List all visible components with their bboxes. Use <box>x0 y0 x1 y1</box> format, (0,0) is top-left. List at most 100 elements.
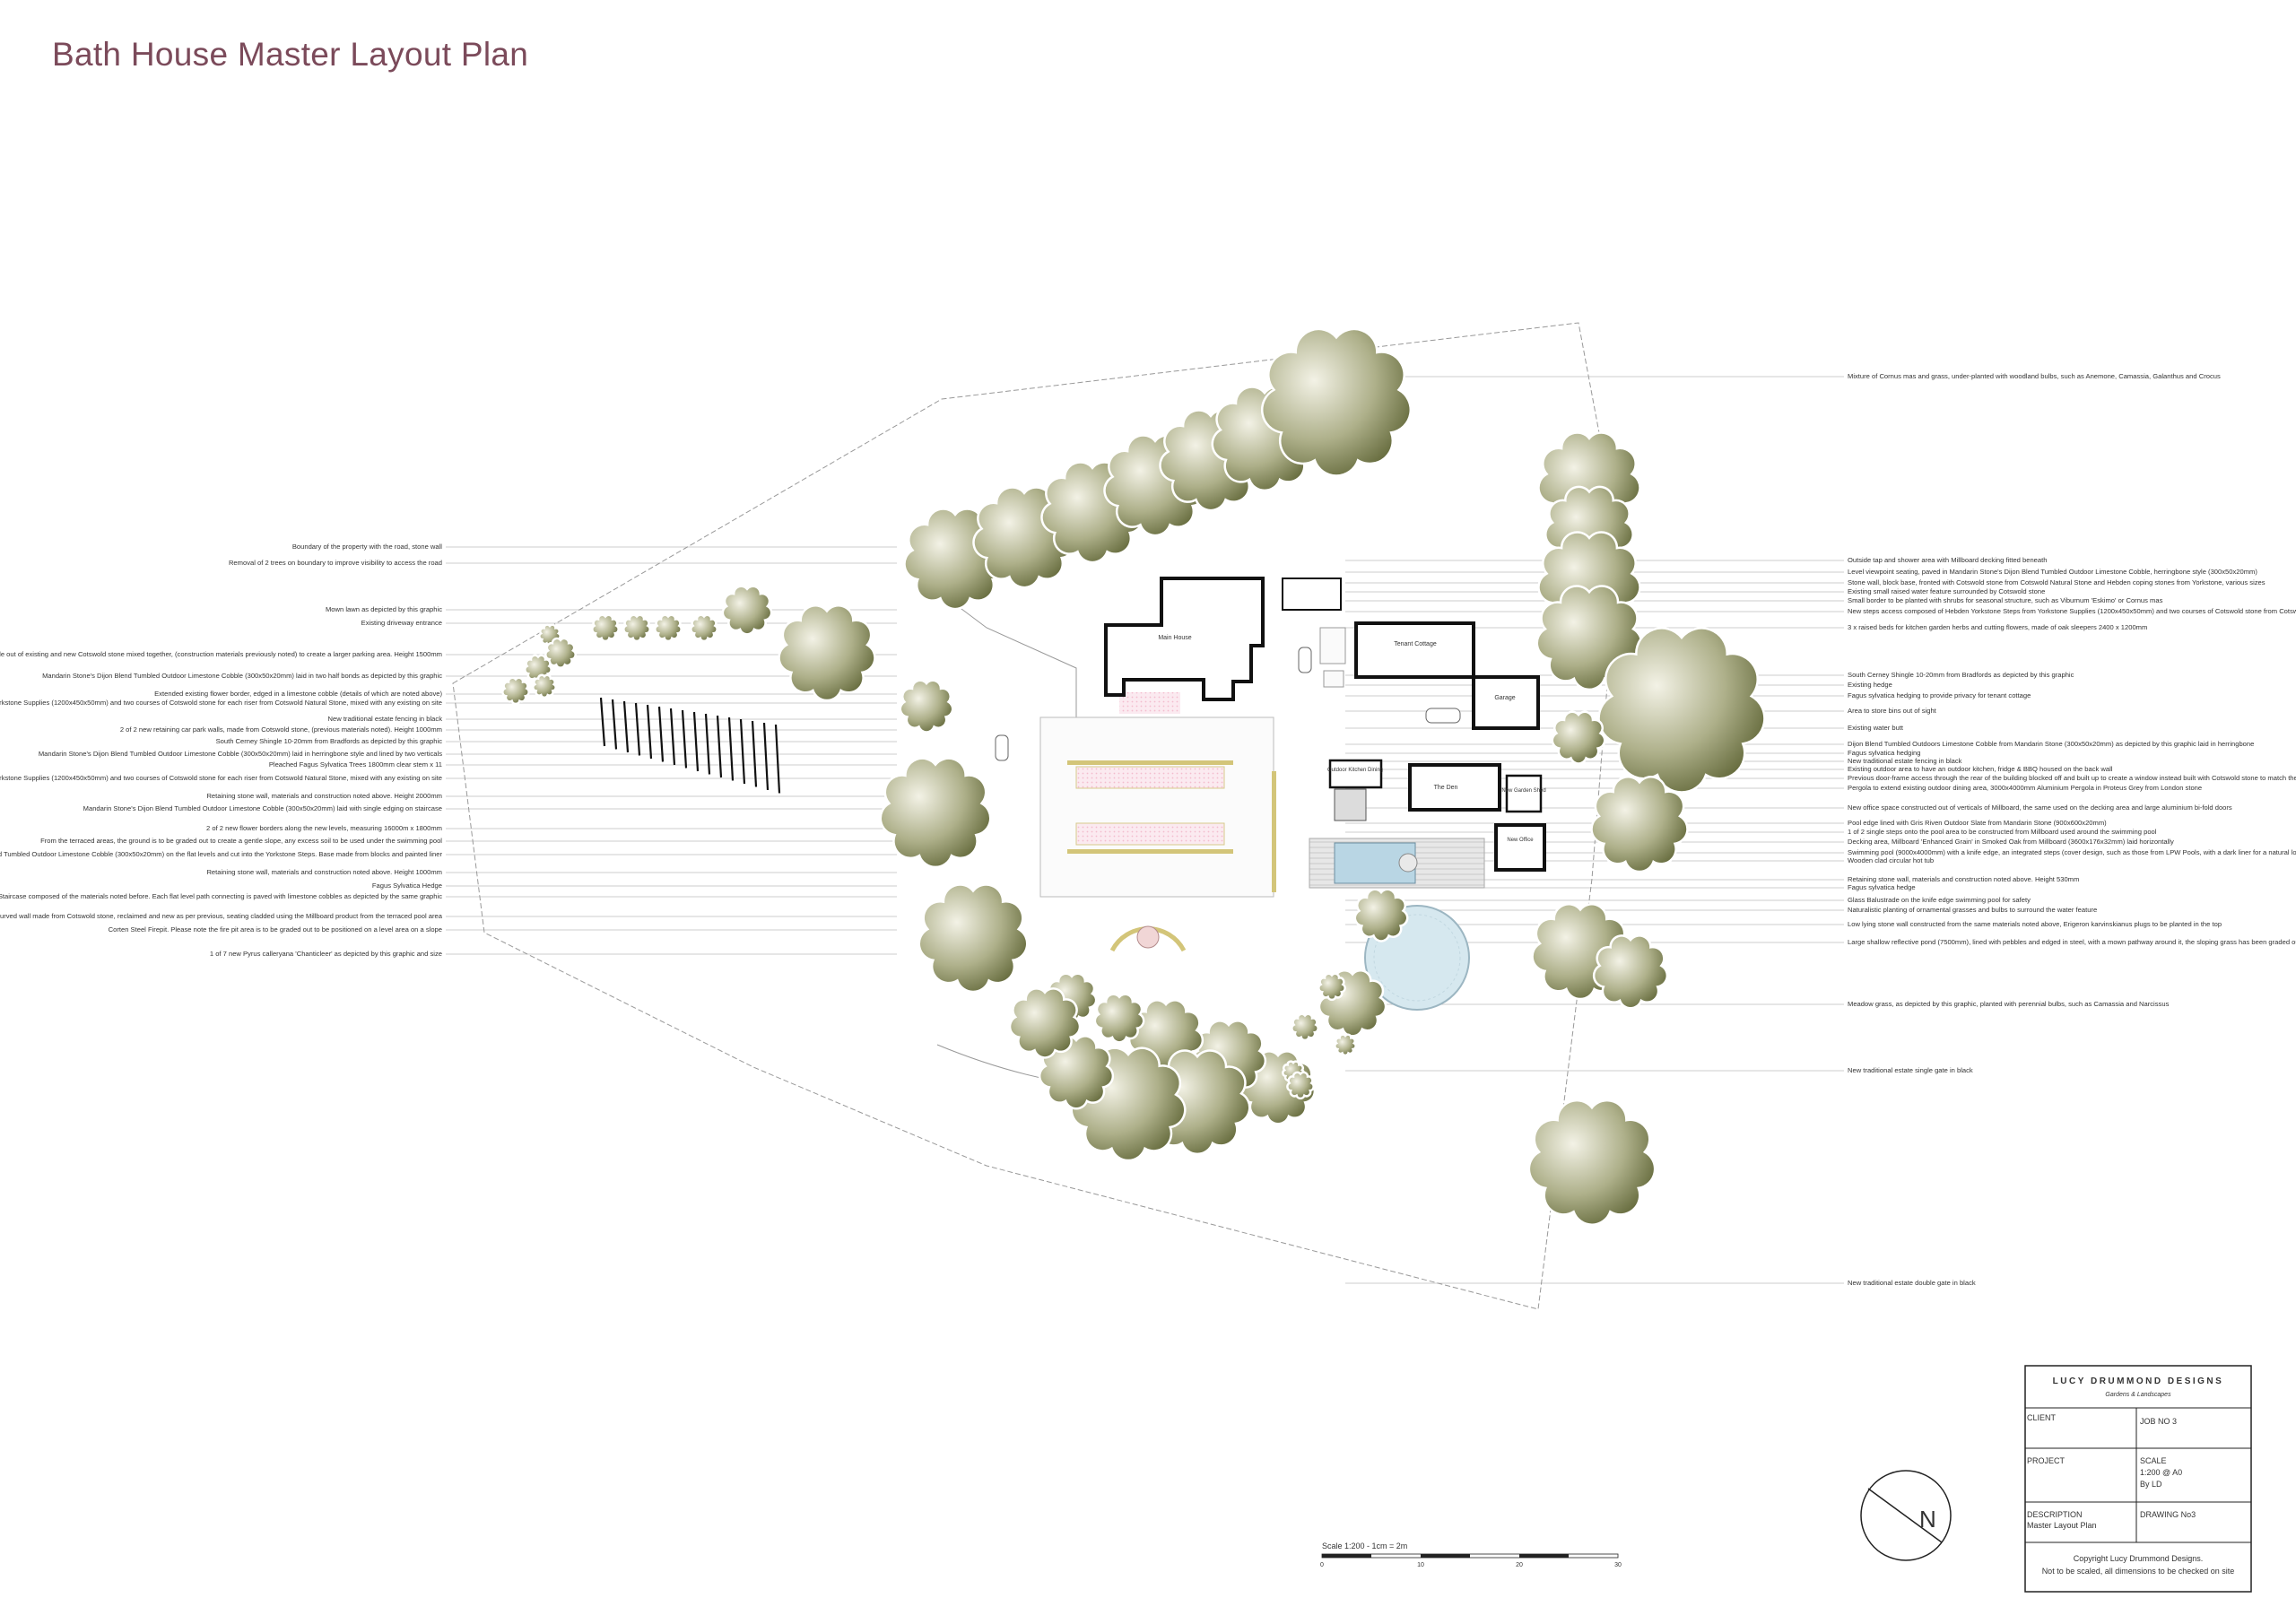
hot-tub <box>1398 853 1418 873</box>
scale-bar: Scale 1:200 - 1cm = 2m 0 10 20 30 <box>1320 1541 1622 1568</box>
left-note: 2 of 2 new flower borders along the new … <box>206 824 442 832</box>
car-2 <box>1298 647 1312 673</box>
hedge-line-1 <box>1067 760 1233 765</box>
right-note: New traditional estate fencing in black <box>1848 757 1962 765</box>
right-note: 3 x raised beds for kitchen garden herbs… <box>1848 623 2147 631</box>
company-name: LUCY DRUMMOND DESIGNS <box>2053 1376 2224 1386</box>
right-note: New steps access composed of Hebden York… <box>1848 607 2296 615</box>
flower-border-upper <box>1075 766 1225 789</box>
left-note: 2 of 2 new retaining car park walls, mad… <box>120 725 442 734</box>
tenant-cottage <box>1354 621 1475 679</box>
tree-canopy <box>918 883 1029 994</box>
left-note: Boundary of the property with the road, … <box>292 543 442 551</box>
lawn-terrace <box>1039 716 1274 898</box>
left-note: Stairs to upper level composed of Yorkst… <box>0 699 442 707</box>
parking-stripe <box>646 704 653 760</box>
right-note: Fagus sylvatica hedging to provide priva… <box>1848 691 2031 699</box>
tree-canopy <box>778 604 876 702</box>
tree-canopy <box>1551 710 1606 765</box>
right-note: Area to store bins out of sight <box>1848 707 1937 715</box>
client-label: CLIENT <box>2027 1413 2057 1422</box>
raised-bed-2 <box>1323 670 1344 688</box>
left-note: Retaining wall, made out of existing and… <box>0 650 442 658</box>
car-3 <box>1425 708 1461 724</box>
parking-stripe <box>704 713 711 775</box>
left-annotations: Boundary of the property with the road, … <box>0 543 443 958</box>
outdoor-kitchen-block <box>1334 788 1367 821</box>
right-note: New traditional estate double gate in bl… <box>1848 1279 1976 1287</box>
right-note: Meadow grass, as depicted by this graphi… <box>1848 1000 2170 1008</box>
new-office-label: New Office <box>1507 838 1534 843</box>
tree-canopy <box>591 613 620 643</box>
right-note: Small border to be planted with shrubs f… <box>1848 596 2163 604</box>
tree-canopy <box>721 585 773 636</box>
trees <box>501 327 1766 1226</box>
scale-bar-label: Scale 1:200 - 1cm = 2m <box>1322 1541 1407 1550</box>
left-note: From the terraced areas, the ground is t… <box>40 837 442 845</box>
company-tagline: Gardens & Landscapes <box>2105 1392 2171 1398</box>
left-note: Stair access from new car park area comp… <box>0 774 442 782</box>
tree-canopy <box>544 637 577 669</box>
property-boundary <box>452 322 1620 1310</box>
right-note: Pool edge lined with Gris Riven Outdoor … <box>1848 819 2107 827</box>
right-note: New office space constructed out of vert… <box>1848 803 2232 812</box>
left-note: Fagus Sylvatica Hedge <box>372 881 442 890</box>
left-note: 1 of 7 new Pyrus calleryana 'Chanticleer… <box>210 950 442 958</box>
drawn-by: By LD <box>2140 1480 2162 1489</box>
new-office <box>1494 823 1546 872</box>
scale-tick-30: 30 <box>1614 1562 1622 1568</box>
scale-tick-0: 0 <box>1320 1562 1324 1568</box>
corten-firepit <box>1136 925 1160 949</box>
left-note: Mandarin Stone's Dijon Blend Tumbled Out… <box>42 672 442 680</box>
right-note: Stone wall, block base, fronted with Cot… <box>1848 578 2266 586</box>
left-note: Retaining stone wall, materials and cons… <box>206 868 442 876</box>
right-note: Level viewpoint seating, paved in Mandar… <box>1848 568 2257 576</box>
left-note: Corten Steel Firepit. Please note the fi… <box>109 925 442 934</box>
title-block: LUCY DRUMMOND DESIGNS Gardens & Landscap… <box>2024 1365 2252 1593</box>
job-number: JOB NO 3 <box>2140 1417 2177 1426</box>
tree-canopy <box>654 613 683 643</box>
left-note: Mandarin Stone's Dijon Blend Tumbled Out… <box>83 804 442 812</box>
tree-canopy <box>879 757 992 869</box>
right-note: 1 of 2 single steps onto the pool area t… <box>1848 828 2157 836</box>
parking-stripe <box>669 708 676 766</box>
tree-canopy <box>622 613 651 643</box>
right-note: Naturalistic planting of ornamental gras… <box>1848 906 2097 914</box>
disclaimer: Not to be scaled, all dimensions to be c… <box>2042 1567 2235 1576</box>
right-note: Outside tap and shower area with Millboa… <box>1848 556 2047 564</box>
tree-canopy <box>1318 972 1346 1002</box>
left-note: Pleached Fagus Sylvatica Trees 1800mm cl… <box>269 760 442 769</box>
parking-stripe <box>622 700 630 753</box>
left-note: South Cerney Shingle 10-20mm from Bradfo… <box>216 737 443 745</box>
description-label: DESCRIPTION <box>2027 1510 2083 1519</box>
right-note: Existing small raised water feature surr… <box>1848 587 2045 595</box>
right-note: Swimming pool (9000x4000mm) with a knife… <box>1848 848 2296 856</box>
tree-canopy <box>501 676 530 706</box>
description-value: Master Layout Plan <box>2027 1521 2097 1530</box>
right-note: Mixture of Cornus mas and grass, under-p… <box>1848 372 2221 380</box>
right-note: Decking area, Millboard 'Enhanced Grain'… <box>1848 838 2174 846</box>
left-note: Extended existing flower border, edged i… <box>154 690 442 698</box>
hedge-vertical <box>1272 771 1276 892</box>
scale-tick-10: 10 <box>1417 1562 1424 1568</box>
right-note: Large shallow reflective pond (7500mm), … <box>1848 938 2296 946</box>
pink-terrace-main <box>1119 692 1180 714</box>
parking-stripe <box>739 718 746 785</box>
garage <box>1472 675 1540 730</box>
right-note: Fagus sylvatica hedge <box>1848 883 1916 891</box>
project-label: PROJECT <box>2027 1456 2066 1465</box>
tree-canopy <box>1286 1071 1315 1100</box>
right-note: Dijon Blend Tumbled Outdoors Limestone C… <box>1848 740 2254 748</box>
right-note: New traditional estate single gate in bl… <box>1848 1066 1973 1074</box>
scale-value: 1:200 @ A0 <box>2140 1468 2182 1477</box>
tree-canopy <box>1260 327 1413 477</box>
the-den <box>1408 763 1501 812</box>
parking-stripe <box>774 724 781 794</box>
right-note: Retaining stone wall, materials and cons… <box>1848 875 2079 883</box>
tree-canopy <box>1597 627 1766 794</box>
garden-shed <box>1505 774 1543 813</box>
left-note: Removal of 2 trees on boundary to improv… <box>229 559 442 567</box>
right-note: Wooden clad circular hot tub <box>1848 856 1934 864</box>
right-annotations: Mixture of Cornus mas and grass, under-p… <box>1848 372 2296 1287</box>
